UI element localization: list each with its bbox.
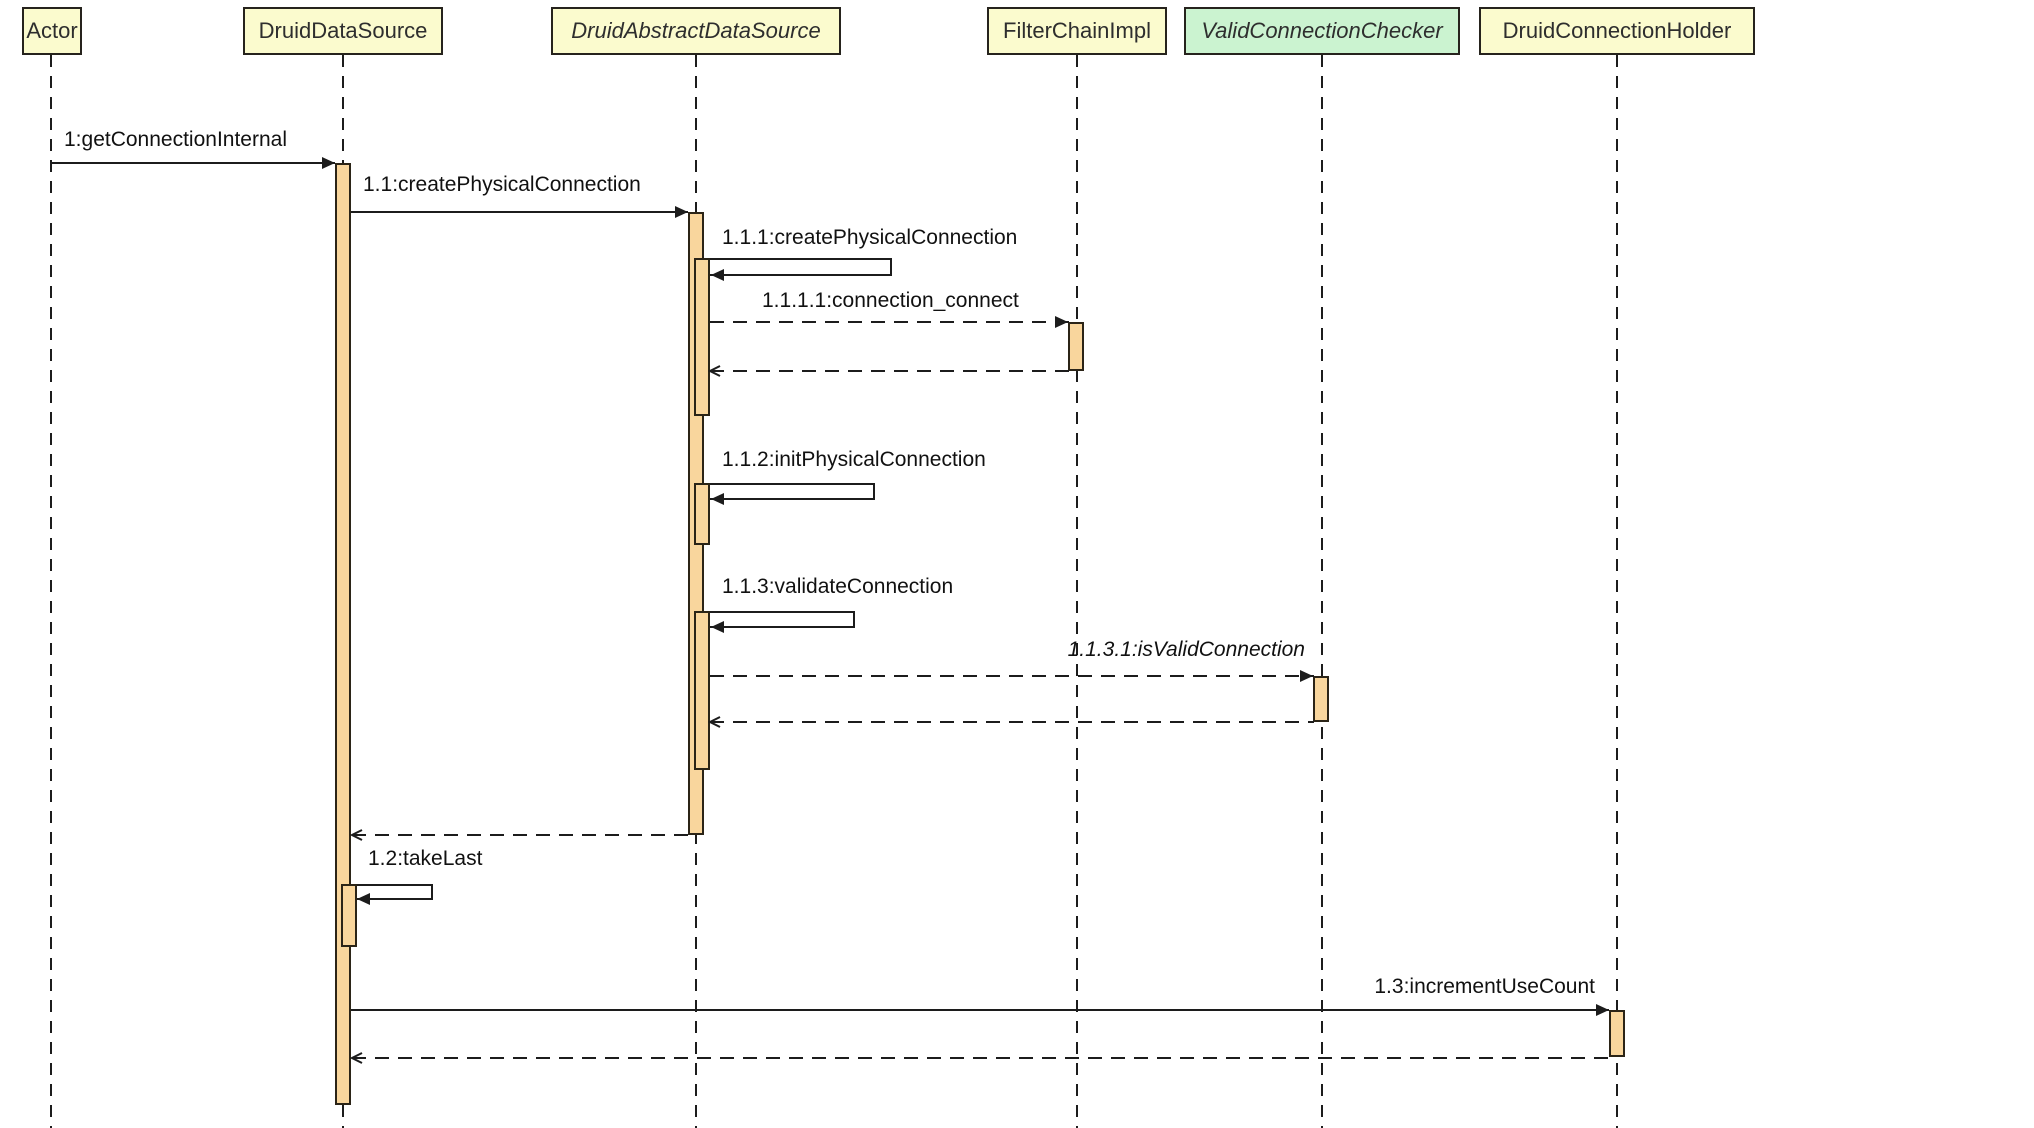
message-line-isvalidconnection [710, 675, 1314, 677]
return-line-filterchainimpl [710, 370, 1070, 372]
message-line-incrementusecount [351, 1009, 1609, 1011]
participant-label: DruidConnectionHolder [1502, 18, 1732, 43]
open-arrowhead-return-validconnectionchecker [708, 716, 721, 728]
message-label-initphysicalconnection: 1.1.2:initPhysicalConnection [722, 448, 986, 471]
message-label-takelast: 1.2:takeLast [368, 847, 483, 870]
message-label-createphysicalconnection: 1.1:createPhysicalConnection [363, 173, 641, 196]
participant-druidabstractdatasource: DruidAbstractDataSource [551, 7, 841, 55]
self-call-box-validateconnection [706, 611, 855, 628]
activation-takelast-nested [341, 884, 357, 947]
activation-initphysicalconnection-nested [694, 483, 710, 545]
message-label-isvalidconnection: 1.1.3.1:isValidConnection [1067, 638, 1305, 661]
return-line-druidabstractdatasource [352, 834, 688, 836]
message-label-createphysicalconnection-self: 1.1.1:createPhysicalConnection [722, 226, 1018, 249]
participant-druiddatasource: DruidDataSource [243, 7, 443, 55]
activation-validconnectionchecker [1313, 676, 1329, 722]
activation-druidconnectionholder [1609, 1010, 1625, 1057]
open-arrowhead-return-druidconnectionholder [350, 1052, 363, 1064]
arrowhead-self-takelast [357, 893, 370, 905]
self-call-box-createphysicalconnection [706, 258, 892, 276]
arrowhead-self-createphysicalconnection [711, 269, 724, 281]
arrowhead-isvalidconnection [1300, 670, 1313, 682]
arrowhead-self-validateconnection [711, 621, 724, 633]
arrowhead-self-initphysicalconnection [711, 493, 724, 505]
return-line-validconnectionchecker [710, 721, 1314, 723]
message-label-incrementusecount: 1.3:incrementUseCount [1374, 975, 1595, 998]
participant-actor: Actor [22, 7, 82, 55]
message-label-validateconnection: 1.1.3:validateConnection [722, 575, 954, 598]
participant-label: Actor [26, 18, 78, 43]
open-arrowhead-return-druidabstractdatasource [350, 829, 363, 841]
lifeline-validconnectionchecker [1321, 55, 1323, 1128]
self-call-box-initphysicalconnection [706, 483, 875, 500]
participant-validconnectionchecker: ValidConnectionChecker [1184, 7, 1460, 55]
message-line-createphysicalconnection [351, 211, 688, 213]
participant-label: DruidDataSource [258, 18, 428, 43]
activation-druiddatasource-main [335, 163, 351, 1105]
participant-label: DruidAbstractDataSource [571, 18, 821, 43]
message-label-connection-connect: 1.1.1.1:connection_connect [762, 289, 1019, 312]
activation-filterchainimpl [1068, 322, 1084, 371]
lifeline-druidconnectionholder [1616, 55, 1618, 1128]
activation-createphysicalconnection-nested [694, 258, 710, 416]
message-line-connection-connect [710, 321, 1070, 323]
participant-filterchainimpl: FilterChainImpl [987, 7, 1167, 55]
message-label-getconnectioninternal: 1:getConnectionInternal [64, 128, 287, 151]
arrowhead-getconnectioninternal [322, 157, 335, 169]
arrowhead-connection-connect [1055, 316, 1068, 328]
return-line-druidconnectionholder [352, 1057, 1610, 1059]
lifeline-filterchainimpl [1076, 55, 1078, 1128]
arrowhead-incrementusecount [1596, 1004, 1609, 1016]
participant-druidconnectionholder: DruidConnectionHolder [1479, 7, 1755, 55]
participant-label: ValidConnectionChecker [1201, 18, 1443, 43]
message-line-getconnectioninternal [51, 162, 335, 164]
activation-validateconnection-nested [694, 611, 710, 770]
open-arrowhead-return-filterchainimpl [708, 365, 721, 377]
arrowhead-createphysicalconnection [675, 206, 688, 218]
lifeline-actor [50, 55, 52, 1128]
participant-label: FilterChainImpl [1003, 18, 1151, 43]
